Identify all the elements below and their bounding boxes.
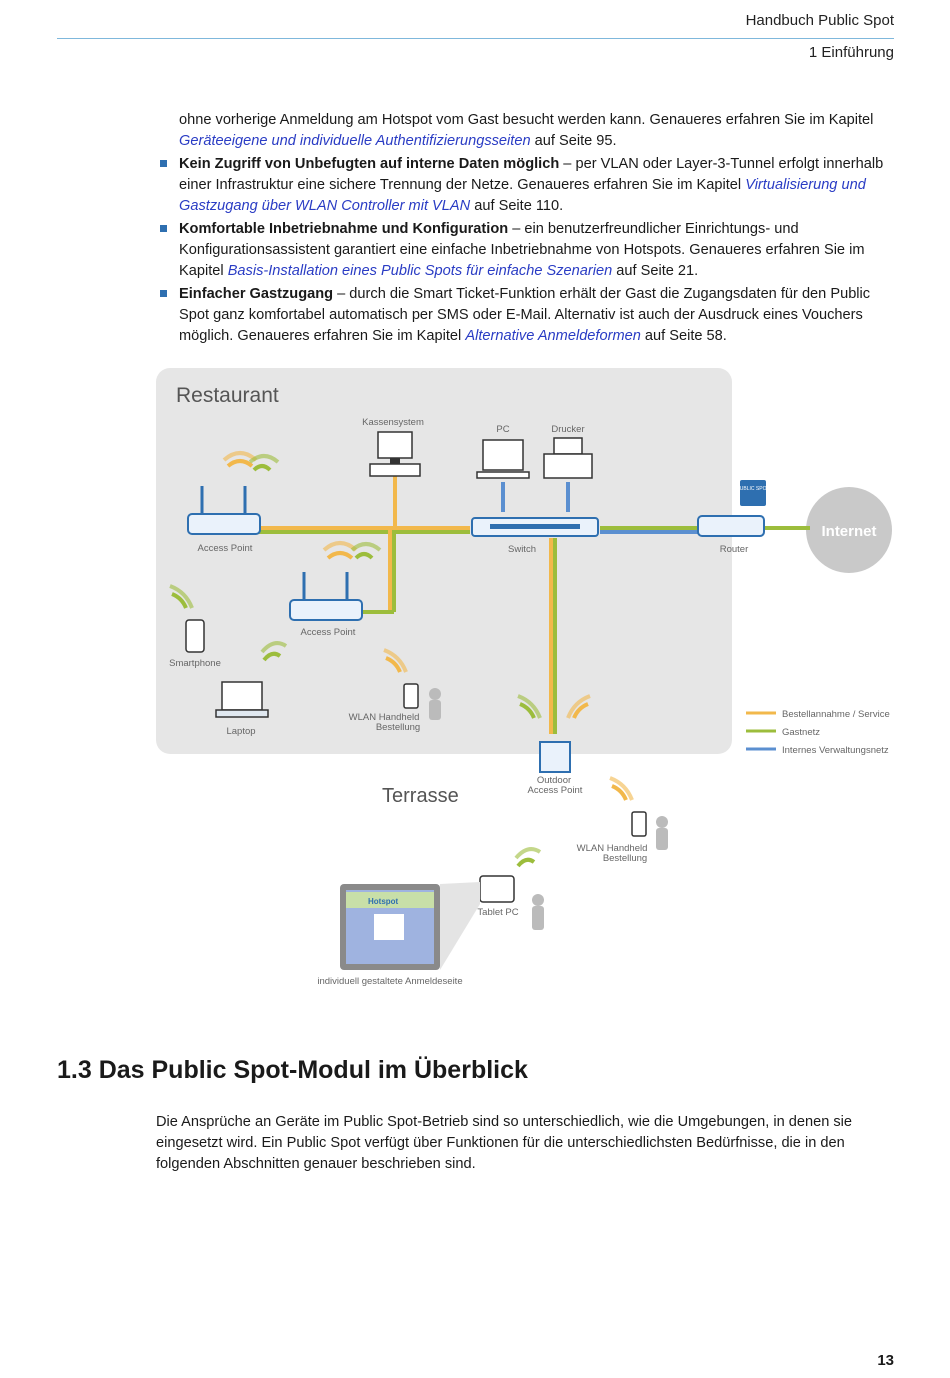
internet-label: Internet: [821, 523, 876, 540]
router-icon: PUBLIC SPOT: [697, 480, 770, 537]
section-paragraph: Die Ansprüche an Geräte im Public Spot-B…: [156, 1114, 853, 1172]
access-point-icon: [289, 541, 382, 621]
running-header-chapter: 1 Einführung: [808, 44, 894, 61]
feature-list: Kein Zugriff von Unbefugten auf interne …: [160, 154, 899, 347]
tablet-label: Tablet PC: [477, 907, 518, 918]
list-item: Einfacher Gastzugang – durch die Smart T…: [160, 284, 899, 347]
bullet-text: – durch die Smart Ticket-Funktion erhält…: [179, 286, 871, 344]
laptop-label: Laptop: [226, 726, 255, 737]
pc-label: PC: [496, 424, 509, 435]
bullet-title: Einfacher Gastzugang: [179, 286, 334, 302]
callout-beam: [440, 882, 480, 970]
tablet-icon: [479, 847, 544, 930]
anmeldeseite-label: individuell gestaltete Anmeldeseite: [317, 976, 462, 987]
legend-label-service: Bestellannahme / Service: [782, 709, 890, 720]
bullet-suffix: auf Seite 110.: [470, 198, 564, 214]
internet-circle: [806, 487, 892, 573]
list-item: Kein Zugriff von Unbefugten auf interne …: [160, 154, 899, 217]
header-rule: [57, 38, 894, 39]
list-item: Komfortable Inbetriebnahme und Konfigura…: [160, 219, 899, 282]
bullet-text: – ein benutzerfreundlicher Einrichtungs-…: [179, 221, 865, 279]
switch-label: Switch: [508, 544, 536, 555]
outdoor-access-point-icon: [517, 694, 591, 773]
router-label: Router: [720, 544, 749, 555]
pc-icon: [476, 439, 530, 479]
bullet-link[interactable]: Basis-Installation eines Public Spots fü…: [227, 263, 613, 279]
legend-label-gastnetz: Gastnetz: [782, 727, 820, 738]
cash-register-icon: [369, 431, 421, 477]
laptop-icon: [215, 641, 288, 718]
running-header-title: Handbuch Public Spot: [745, 12, 894, 29]
printer-icon: [543, 437, 593, 479]
hotspot-logo-text: Hotspot: [368, 897, 399, 906]
bullet-text: – per VLAN oder Layer-3-Tunnel erfolgt i…: [179, 156, 884, 193]
ap2-label: Access Point: [301, 627, 356, 638]
smartphone-label: Smartphone: [169, 658, 221, 669]
handheld2-label-line1: WLAN Handheld: [577, 843, 648, 854]
network-diagram: Restaurant Internet Kassensystem PC Druc…: [156, 368, 892, 987]
page-number: 13: [877, 1352, 894, 1369]
smartphone-icon: [169, 584, 205, 653]
bullet-suffix: auf Seite 58.: [640, 328, 727, 344]
intro-paragraph: ohne vorherige Anmeldung am Hotspot vom …: [179, 110, 899, 152]
outdoor-label-line2: Access Point: [528, 785, 583, 796]
handheld-icon: [383, 648, 441, 720]
handheld1-label-line2: Bestellung: [376, 722, 420, 733]
bullet-square-icon: [160, 290, 167, 297]
public-spot-badge: PUBLIC SPOT: [736, 486, 769, 492]
outdoor-label-line1: Outdoor: [537, 775, 571, 786]
access-point-icon: [187, 451, 280, 535]
intro-text: ohne vorherige Anmeldung am Hotspot vom …: [179, 112, 874, 128]
bullet-suffix: auf Seite 21.: [612, 263, 699, 279]
ap1-label: Access Point: [198, 543, 253, 554]
legend-label-verwaltung: Internes Verwaltungsnetz: [782, 745, 889, 756]
intro-suffix: auf Seite 95.: [530, 133, 617, 149]
drucker-label: Drucker: [551, 424, 584, 435]
intro-link[interactable]: Geräteeigene und individuelle Authentifi…: [179, 133, 531, 149]
section-heading: 1.3 Das Public Spot-Modul im Überblick: [57, 1056, 528, 1084]
bullet-link[interactable]: Alternative Anmeldeformen: [465, 328, 641, 344]
bullet-square-icon: [160, 225, 167, 232]
switch-icon: [471, 517, 599, 537]
handheld-icon: [609, 776, 668, 850]
bullet-square-icon: [160, 160, 167, 167]
bullet-title: Komfortable Inbetriebnahme und Konfigura…: [179, 221, 509, 237]
kassensystem-label: Kassensystem: [362, 417, 424, 428]
bullet-link[interactable]: Virtualisierung und Gastzugang über WLAN…: [179, 177, 866, 214]
login-page-thumbnail: Hotspot: [340, 884, 440, 970]
legend: Bestellannahme / Service Gastnetz Intern…: [746, 709, 890, 756]
bullet-title: Kein Zugriff von Unbefugten auf interne …: [179, 156, 560, 172]
body-text: ohne vorherige Anmeldung am Hotspot vom …: [160, 110, 899, 347]
terrasse-label: Terrasse: [382, 785, 459, 807]
handheld2-label-line2: Bestellung: [603, 853, 647, 864]
restaurant-label: Restaurant: [176, 384, 279, 407]
handheld1-label-line1: WLAN Handheld: [349, 712, 420, 723]
